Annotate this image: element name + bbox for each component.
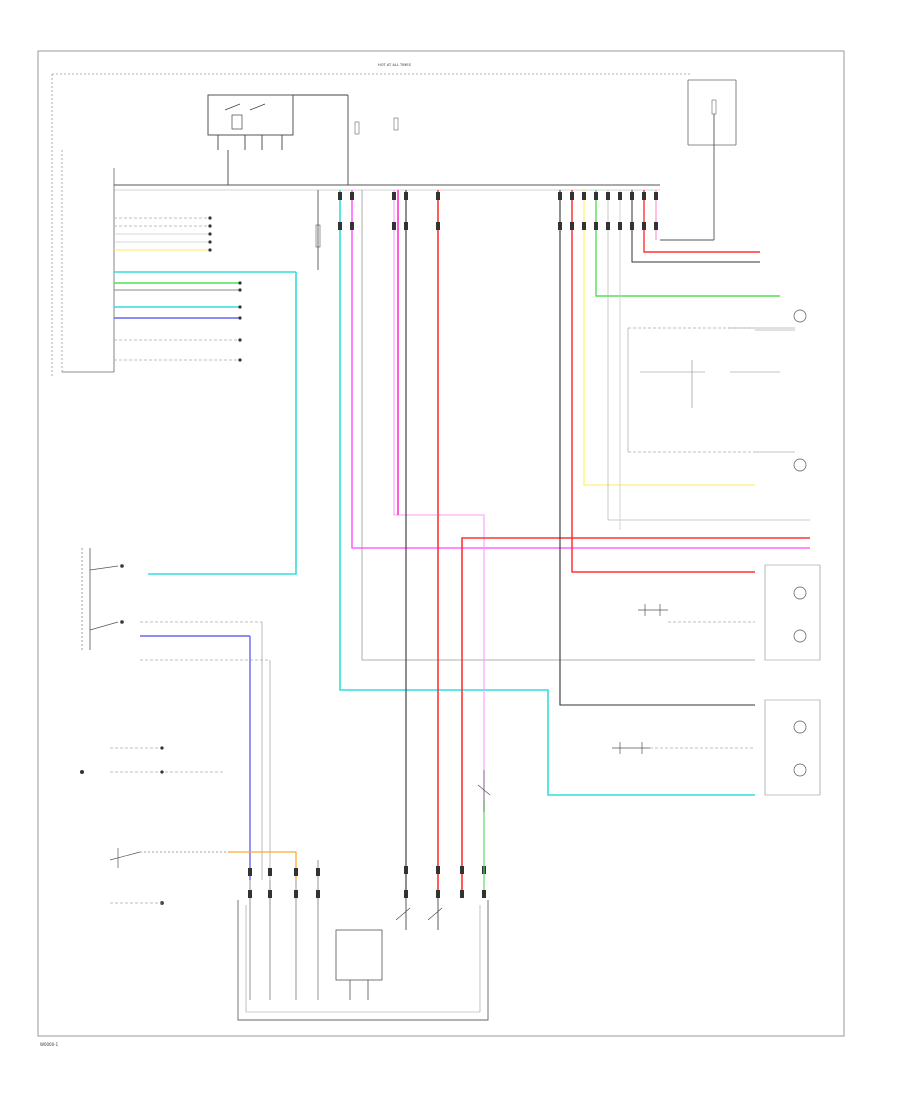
diagram-frame — [37, 50, 845, 1037]
lamp-assembly-right-2 — [612, 742, 755, 754]
right-wires — [559, 190, 810, 706]
headlight-switch — [81, 548, 124, 650]
fuse-box-top-right — [687, 79, 737, 240]
right-component-boxes — [640, 327, 821, 796]
right-connector-ticks — [558, 192, 658, 230]
connector-ticks — [338, 192, 486, 898]
fuse-2 — [393, 117, 399, 131]
page-id: W0000-1 — [40, 1042, 59, 1047]
bottom-connector-ticks — [248, 868, 320, 898]
top-center-label: HOT AT ALL TIMES — [378, 63, 412, 67]
cyan-route-left — [148, 272, 297, 575]
mid-left-junctions — [80, 746, 225, 774]
lamp-assembly-right-1 — [638, 604, 755, 623]
meter-wires — [114, 216, 296, 362]
right-lamps — [793, 309, 807, 777]
relay-box — [207, 94, 294, 185]
fuse-1 — [354, 121, 360, 135]
junction-connector — [237, 860, 489, 1021]
center-right-relay — [477, 770, 491, 812]
center-wires — [315, 190, 810, 895]
